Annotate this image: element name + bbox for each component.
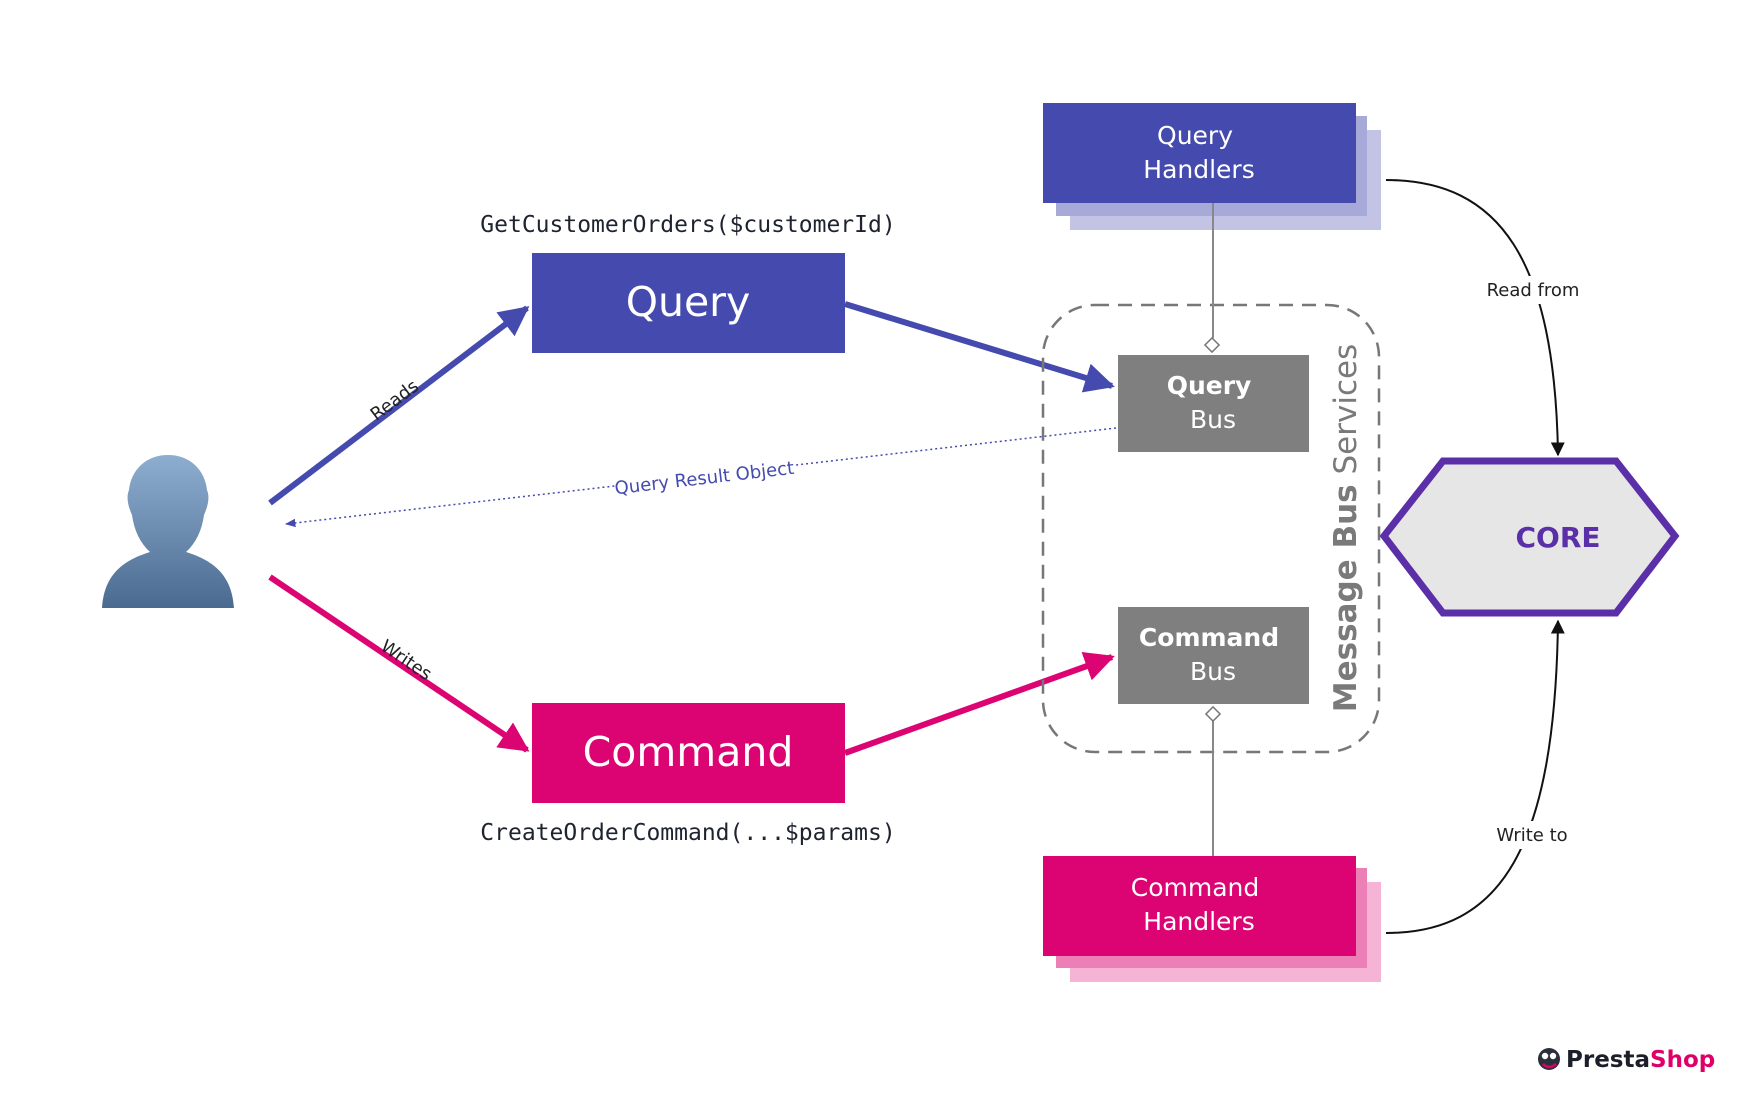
- query-signature: GetCustomerOrders($customerId): [480, 212, 895, 238]
- query-result-arrow: [284, 427, 1117, 528]
- command-connector-diamond: [1204, 705, 1222, 723]
- writes-label: Writes: [377, 636, 436, 685]
- query-box-label: Query: [626, 278, 751, 326]
- user-silhouette-icon: [102, 455, 234, 608]
- query-connector-diamond: [1203, 336, 1221, 354]
- core-label: CORE: [1515, 521, 1600, 554]
- prestashop-logo-text: PrestaShop: [1566, 1047, 1715, 1073]
- query-to-bus-arrow: [844, 301, 1115, 393]
- prestashop-logo-icon: [1538, 1048, 1560, 1070]
- reads-label: Reads: [367, 376, 423, 426]
- command-handlers-label: Command Handlers: [1131, 873, 1267, 936]
- command-bus-label: Command Bus: [1139, 623, 1287, 686]
- reads-arrow: [268, 305, 530, 506]
- message-bus-services-region: [1041, 303, 1381, 754]
- command-box-label: Command: [583, 728, 794, 776]
- command-handlers-stack: Command Handlers: [1043, 856, 1381, 982]
- command-to-bus-arrow: [843, 652, 1115, 756]
- query-bus-box: Query Bus: [1118, 355, 1309, 452]
- write-to-arrow: [1385, 619, 1565, 934]
- query-handlers-label: Query Handlers: [1143, 121, 1254, 184]
- command-bus-box: Command Bus: [1118, 607, 1309, 704]
- command-signature: CreateOrderCommand(...$params): [480, 820, 895, 846]
- query-bus-label: Query Bus: [1167, 371, 1260, 434]
- query-box: Query: [532, 253, 845, 353]
- read-from-arrow: [1385, 179, 1565, 457]
- write-to-label: Write to: [1496, 825, 1567, 846]
- core-hexagon: CORE: [1379, 457, 1680, 617]
- message-bus-services-label: Message Bus Services: [1328, 344, 1364, 712]
- read-from-label: Read from: [1487, 280, 1580, 301]
- command-box: Command: [532, 703, 845, 803]
- query-handlers-stack: Query Handlers: [1043, 103, 1381, 230]
- writes-arrow: [268, 574, 530, 753]
